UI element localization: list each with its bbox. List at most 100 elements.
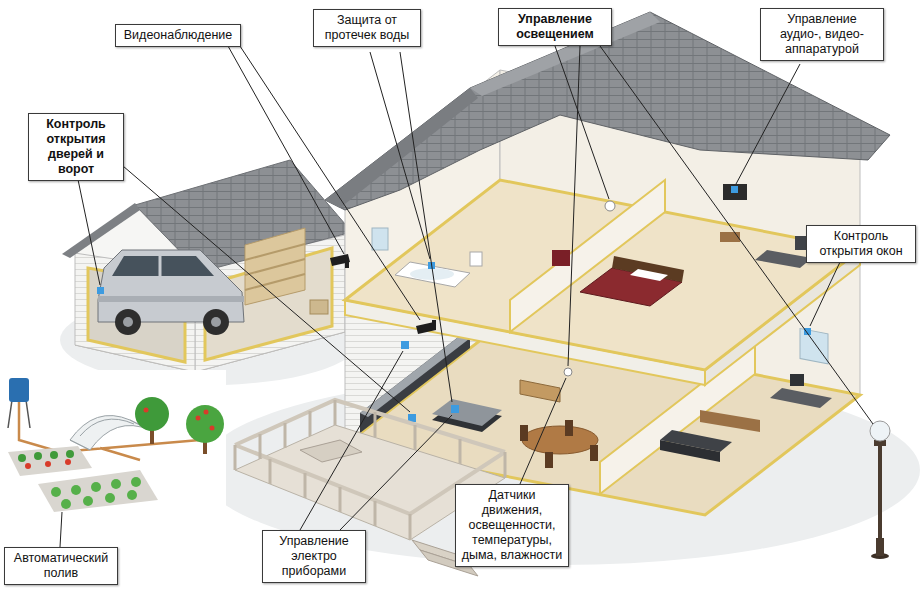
- leader-line: [736, 64, 800, 184]
- beds: [51, 487, 61, 497]
- media-room: [755, 250, 812, 268]
- callout-box: Управление электро приборами: [262, 530, 366, 583]
- roof: [325, 88, 478, 208]
- ceiling-light: [605, 201, 615, 211]
- trees: [135, 397, 169, 431]
- dining: [520, 368, 598, 468]
- beds: [18, 454, 26, 462]
- dining: [565, 420, 573, 436]
- beds: [8, 446, 92, 476]
- callout-text: Защита от протечек воды: [319, 13, 415, 43]
- beds: [111, 479, 121, 489]
- dining: [520, 380, 560, 402]
- callout-box: Управление аудио-, видео- аппаратурой: [760, 8, 884, 61]
- beds: [91, 482, 101, 492]
- trees: [210, 426, 215, 431]
- leader-line: [370, 52, 430, 259]
- office: [770, 388, 832, 408]
- callout-text: Управление освещением: [504, 12, 606, 42]
- garage: [62, 160, 352, 372]
- car: [98, 250, 244, 335]
- car: [123, 317, 133, 327]
- beds: [65, 459, 71, 465]
- garage-shelves: [310, 300, 328, 314]
- beds: [131, 477, 141, 487]
- living: [700, 410, 760, 432]
- callout-box: Контроль открытия окон: [806, 225, 916, 263]
- kitchen: [360, 328, 502, 433]
- irrigation: [9, 378, 29, 402]
- house-lower-floor: [800, 329, 828, 364]
- bathroom: [395, 262, 470, 287]
- beds: [105, 493, 115, 503]
- dining: [590, 445, 598, 461]
- beds: [8, 446, 158, 512]
- irrigation: [0, 370, 226, 518]
- media-room: [723, 184, 747, 200]
- callout-box: Датчики движения, освещенности, температ…: [455, 484, 569, 567]
- bedroom: [612, 256, 684, 282]
- leader-line: [340, 415, 452, 530]
- beds: [61, 499, 71, 509]
- house-upper-floor: [345, 180, 860, 370]
- callout-box: Управление освещением: [498, 8, 612, 46]
- callout-text: Датчики движения, освещенности, температ…: [461, 488, 563, 563]
- greenhouse: [70, 419, 150, 450]
- media-room: [720, 184, 812, 268]
- office: [770, 374, 832, 408]
- car: [211, 317, 221, 327]
- irrigation: [0, 370, 226, 518]
- trees: [144, 408, 149, 413]
- leader-line: [555, 46, 609, 199]
- house-upper-floor: [372, 228, 388, 250]
- house-upper-floor: [510, 180, 665, 332]
- media-room: [720, 232, 740, 242]
- bathroom: [470, 252, 482, 266]
- beds: [38, 470, 158, 512]
- beds: [66, 450, 74, 458]
- trees: [196, 416, 201, 421]
- ceiling-sensor: [564, 368, 572, 376]
- trees: [135, 397, 224, 454]
- leader-line: [60, 40, 873, 547]
- kitchen: [451, 405, 459, 413]
- trees: [186, 405, 224, 443]
- car: [159, 256, 162, 276]
- callout-text: Контроль открытия окон: [812, 229, 910, 259]
- leader-line: [60, 512, 62, 547]
- callout-box: Контроль открытия дверей и ворот: [28, 113, 124, 181]
- dining: [522, 426, 598, 454]
- garage-shelves: [245, 228, 328, 314]
- beds: [25, 463, 31, 469]
- kitchen: [401, 341, 409, 349]
- leader-line: [300, 351, 403, 530]
- bedroom: [630, 269, 668, 281]
- camera: [345, 258, 349, 268]
- beds: [127, 490, 137, 500]
- camera: [330, 254, 436, 334]
- callout-text: Управление электро приборами: [268, 534, 360, 579]
- dining: [545, 452, 553, 468]
- car: [98, 296, 244, 302]
- camera: [432, 320, 436, 330]
- leader-line: [236, 40, 420, 320]
- callout-text: Контроль открытия дверей и ворот: [34, 117, 118, 177]
- deck: [300, 440, 362, 462]
- bathroom: [395, 252, 482, 287]
- office: [790, 374, 804, 386]
- door-sensor: [97, 287, 104, 294]
- street-lamp: [878, 445, 882, 540]
- leader-line: [520, 378, 566, 484]
- car: [203, 309, 229, 335]
- car: [115, 309, 141, 335]
- leader-line: [76, 170, 100, 285]
- media-room: [731, 186, 738, 193]
- callout-text: Управление аудио-, видео- аппаратурой: [766, 12, 878, 57]
- callout-box: Видеонаблюдение: [115, 24, 241, 47]
- trees: [204, 410, 209, 415]
- garage-shelves: [245, 244, 305, 290]
- leader-line: [568, 46, 580, 366]
- beds: [45, 461, 51, 467]
